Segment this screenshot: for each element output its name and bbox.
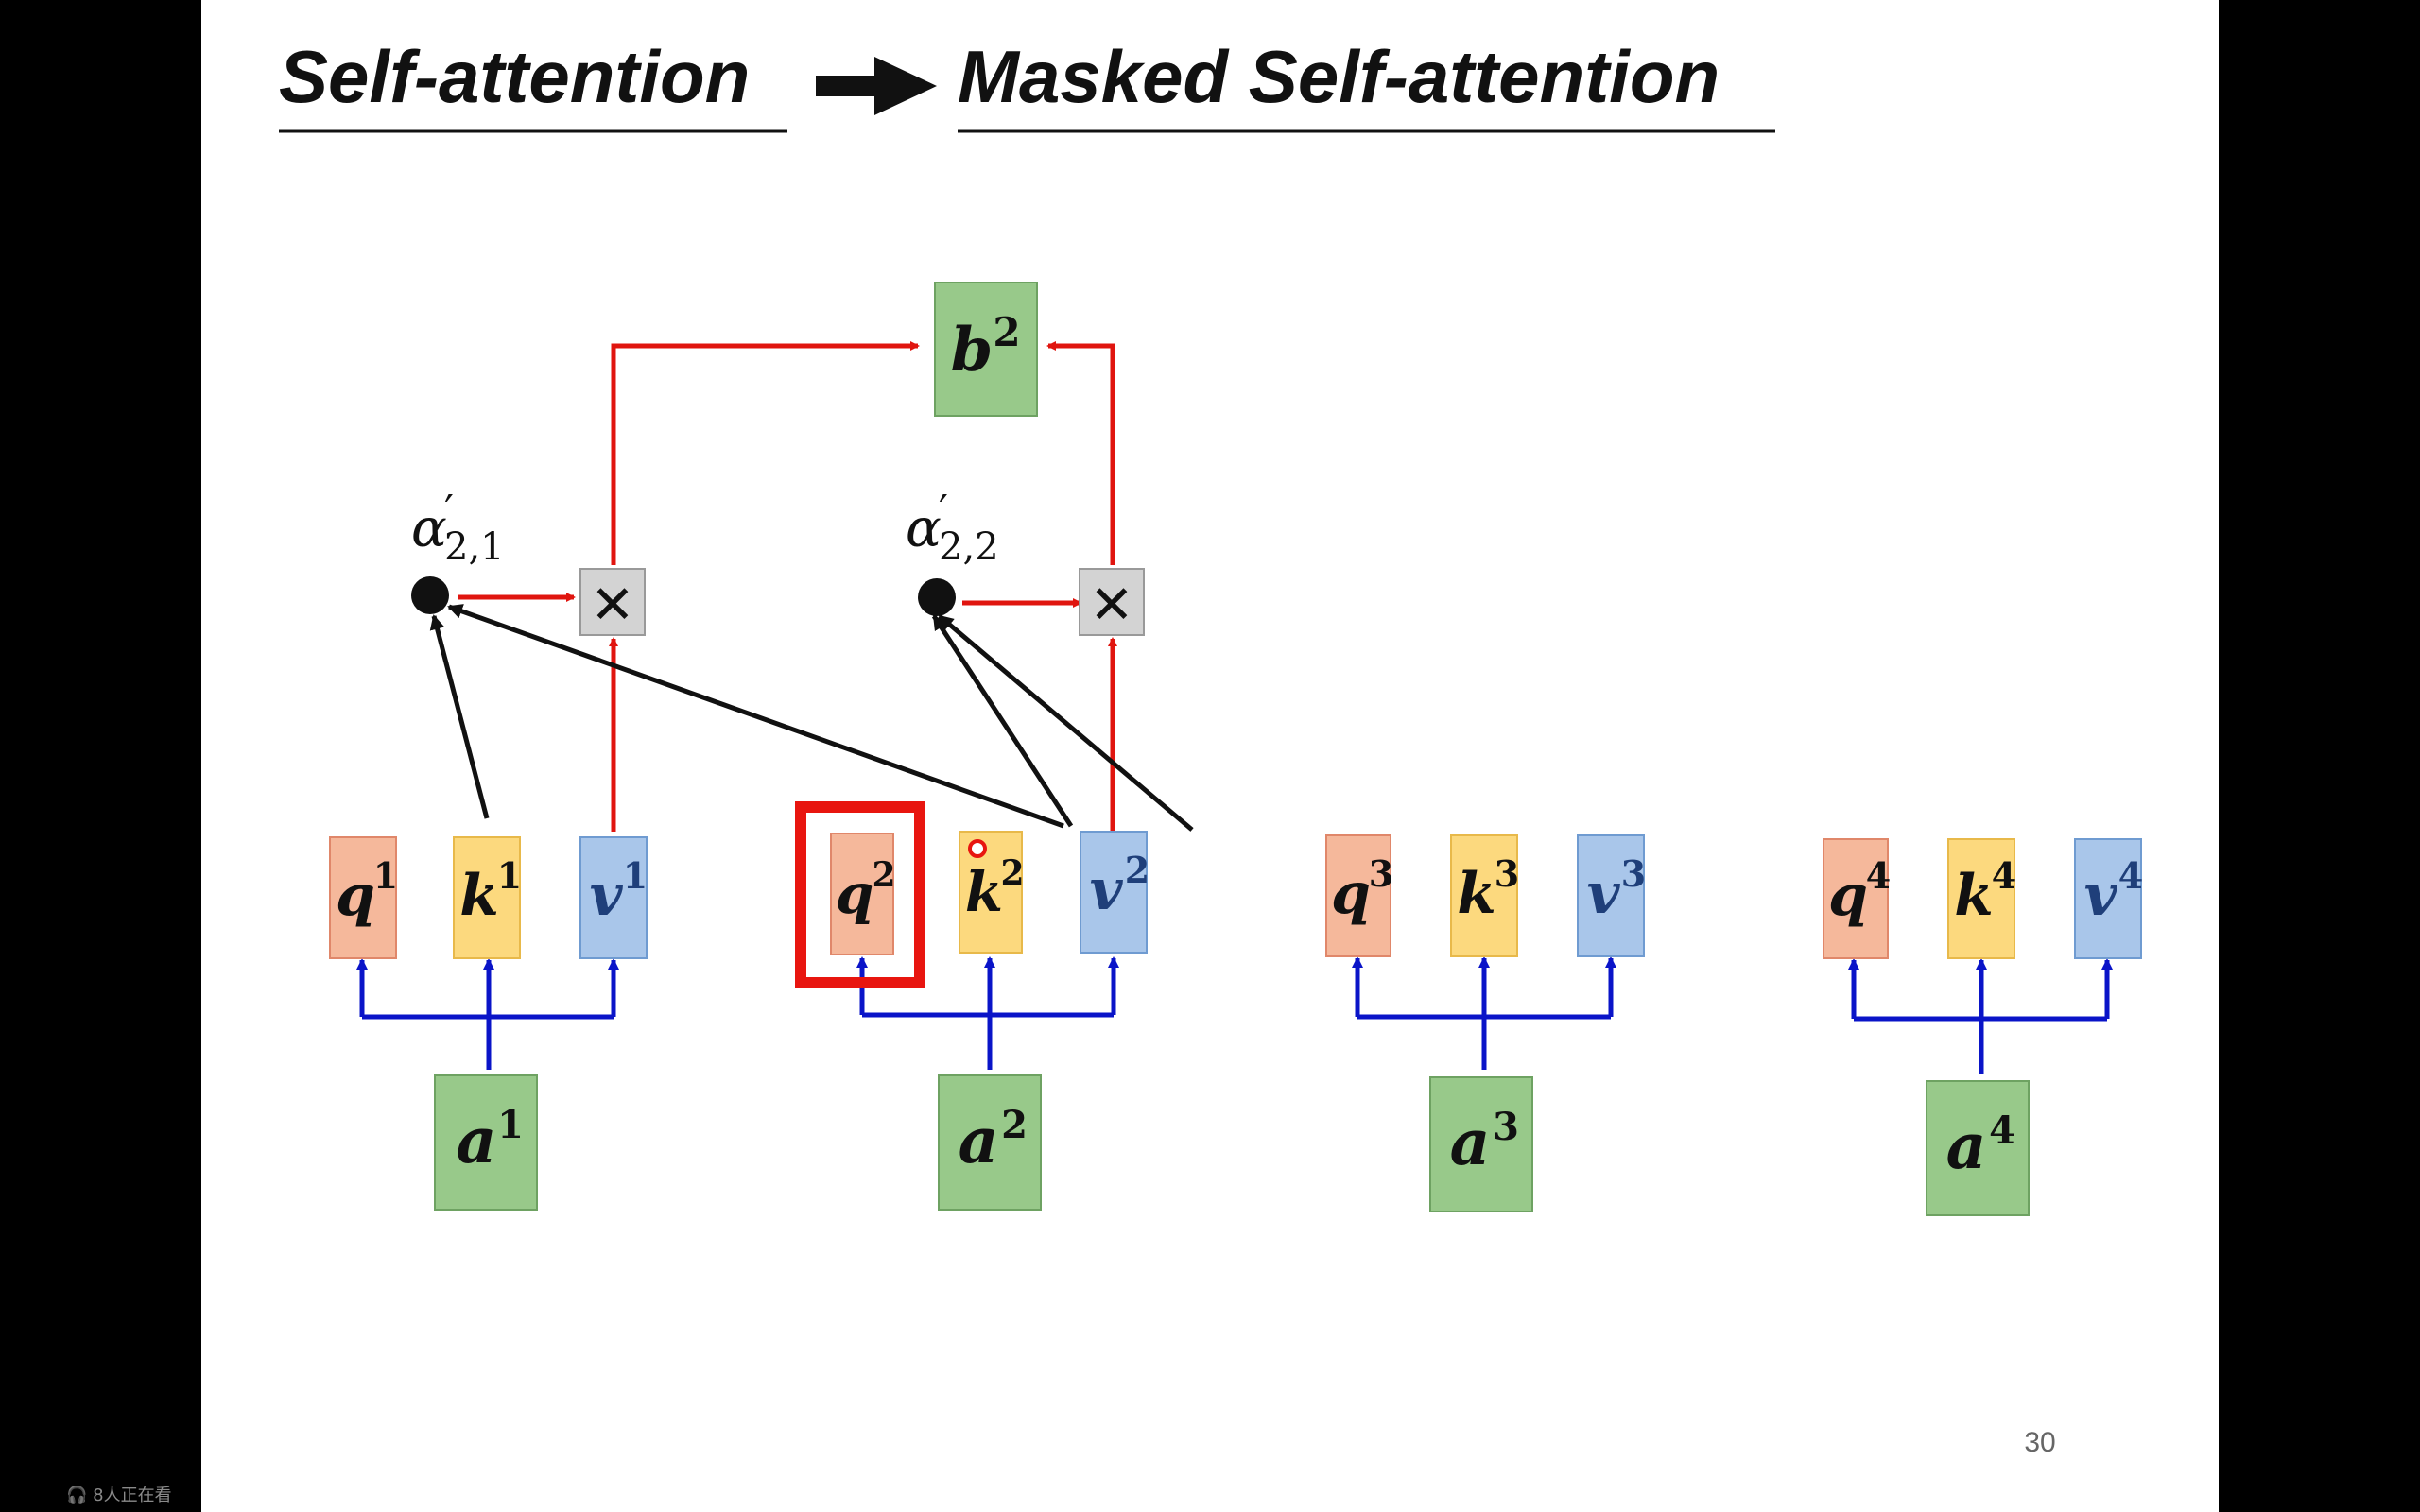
mult1-to-output-arrow (611, 341, 920, 565)
key-k2: k 2 (959, 831, 1025, 954)
token-group-4: q 4 k 4 v 4 a 4 (1823, 838, 2143, 1216)
value-label: v (590, 863, 624, 929)
input-label: a (1946, 1109, 1987, 1183)
input-superscript: 4 (1989, 1108, 2015, 1153)
mult2-to-output-arrow (1046, 341, 1115, 565)
value-superscript: 1 (623, 854, 648, 897)
key-k1: k 1 (453, 836, 522, 959)
token-group-1: q 1 k 1 v 1 a 1 (329, 836, 648, 1211)
output-b2-box: b 2 (934, 282, 1038, 417)
value-label: v (1587, 861, 1621, 927)
key-label: k (965, 860, 1003, 924)
input-projection-arrows (356, 956, 2113, 1074)
title-arrow-icon (816, 57, 937, 115)
multiply-box-2: ✕ (1079, 568, 1145, 636)
key-k3: k 3 (1450, 834, 1519, 957)
query-q2: q 2 (830, 833, 896, 955)
alpha-subscript: 2,2 (939, 525, 999, 569)
title-masked-self-attention: Masked Self-attention (958, 35, 1720, 118)
dot-product-arrows (429, 604, 1194, 832)
output-superscript: 2 (993, 309, 1020, 355)
query-q4: q 4 (1823, 838, 1891, 959)
query-superscript: 2 (872, 855, 895, 895)
key-label: k (1457, 861, 1496, 927)
input-superscript: 1 (497, 1103, 524, 1147)
weight-alpha-2-2: α ′ 2,2 (906, 487, 999, 616)
weight-node-2-2 (918, 578, 956, 616)
query-label: q (836, 862, 874, 926)
value-superscript: 4 (2118, 854, 2143, 897)
value-superscript: 2 (1125, 849, 1150, 891)
query-label: q (1331, 861, 1371, 927)
aggregation-arrows (458, 341, 1117, 832)
alpha-prime: ′ (444, 487, 454, 535)
alpha-symbol: α (906, 498, 942, 559)
key-label: k (1954, 863, 1994, 929)
headphone-icon: 🎧 (66, 1486, 88, 1505)
key-superscript: 3 (1495, 852, 1519, 895)
value-v1: v 1 (579, 836, 648, 959)
key-superscript: 2 (1000, 853, 1024, 893)
query-superscript: 3 (1369, 852, 1393, 895)
weight-alpha-2-1: α ′ 2,1 (411, 487, 505, 614)
multiply-box-1: ✕ (579, 568, 646, 636)
alpha-subscript: 2,1 (444, 525, 505, 569)
token-group-2: q 2 k 2 v 2 a 2 (795, 801, 1150, 1211)
multiply-icon: ✕ (1090, 575, 1134, 636)
diagram: Self-attention Masked Self-attention b 2… (279, 35, 2143, 1458)
input-label: a (1450, 1106, 1491, 1179)
input-a2: a 2 (938, 1074, 1042, 1211)
k1-to-weight1-arrow (429, 614, 490, 819)
input-label: a (959, 1104, 999, 1177)
key-k4: k 4 (1947, 838, 2016, 959)
query-highlight-frame (795, 801, 925, 988)
value-label: v (2084, 863, 2118, 929)
value-v4: v 4 (2074, 838, 2143, 959)
token-group-3: q 3 k 3 v 3 a 3 (1325, 834, 1646, 1212)
slide: Self-attention Masked Self-attention b 2… (201, 0, 2219, 1512)
query-superscript: 1 (373, 854, 398, 897)
input-superscript: 2 (1001, 1103, 1028, 1147)
value-v3: v 3 (1577, 834, 1646, 957)
q2-to-weight1-arrow (447, 604, 1064, 829)
slide-title: Self-attention Masked Self-attention (279, 35, 1775, 133)
title-self-attention: Self-attention (279, 35, 750, 118)
pointer-cursor-icon (968, 839, 987, 858)
output-label: b (951, 315, 994, 386)
input-a4: a 4 (1926, 1080, 2030, 1216)
query-superscript: 4 (1866, 854, 1891, 897)
k2-to-weight2-arrow (938, 614, 1194, 832)
value-superscript: 3 (1621, 852, 1646, 895)
input-a3: a 3 (1429, 1076, 1533, 1212)
alpha-symbol: α (411, 498, 447, 559)
q2-to-weight2-arrow (931, 614, 1074, 828)
query-q3: q 3 (1325, 834, 1393, 957)
page-number: 30 (2024, 1427, 2055, 1458)
weight-node-2-1 (411, 576, 449, 614)
key-superscript: 4 (1992, 854, 2016, 897)
alpha-prime: ′ (939, 487, 948, 535)
query-label: q (336, 863, 375, 929)
value-v2: v 2 (1080, 831, 1150, 954)
query-q1: q 1 (329, 836, 398, 959)
viewer-count: 🎧 8人正在看 (66, 1482, 172, 1506)
query-label: q (1828, 863, 1868, 929)
multiply-icon: ✕ (591, 575, 635, 636)
key-label: k (459, 863, 499, 929)
value-label: v (1090, 857, 1124, 923)
input-superscript: 3 (1493, 1105, 1519, 1149)
input-a1: a 1 (434, 1074, 538, 1211)
input-label: a (457, 1104, 497, 1177)
viewer-count-text: 8人正在看 (93, 1486, 172, 1505)
key-superscript: 1 (497, 854, 522, 897)
